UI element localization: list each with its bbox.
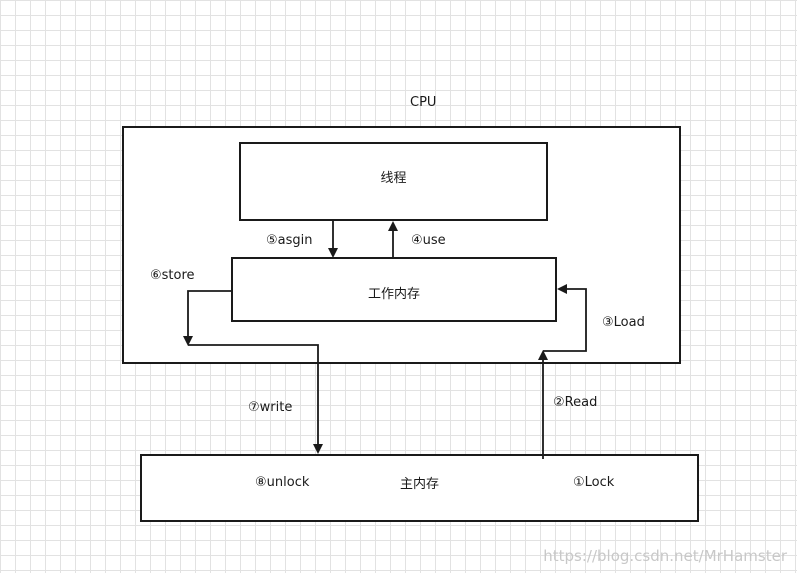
use-arrowhead xyxy=(388,221,398,231)
step-assign-label: ⑤asgin xyxy=(266,233,313,248)
load-arrow xyxy=(543,288,587,352)
store-arrow xyxy=(187,290,231,338)
cpu-title: CPU xyxy=(410,95,437,110)
thread-label: 线程 xyxy=(380,171,407,186)
main-memory-box xyxy=(140,454,699,522)
working-memory-label: 工作内存 xyxy=(367,287,420,302)
step-load-label: ③Load xyxy=(602,315,645,330)
step-unlock-label: ⑧unlock xyxy=(255,475,310,490)
read-arrowhead xyxy=(538,350,548,360)
step-store-label: ⑥store xyxy=(150,268,195,283)
store-arrowhead xyxy=(183,336,193,346)
watermark: https://blog.csdn.net/MrHamster xyxy=(543,547,787,565)
step-use-label: ④use xyxy=(411,233,446,248)
load-arrowhead xyxy=(557,284,567,294)
step-lock-label: ①Lock xyxy=(573,475,615,490)
write-arrow xyxy=(188,344,319,446)
main-memory-label: 主内存 xyxy=(399,477,439,492)
write-arrowhead xyxy=(313,444,323,454)
working-memory-box xyxy=(231,257,557,322)
assign-arrowhead xyxy=(328,248,338,258)
thread-box xyxy=(239,142,548,221)
step-read-label: ②Read xyxy=(553,395,598,410)
step-write-label: ⑦write xyxy=(248,400,293,415)
